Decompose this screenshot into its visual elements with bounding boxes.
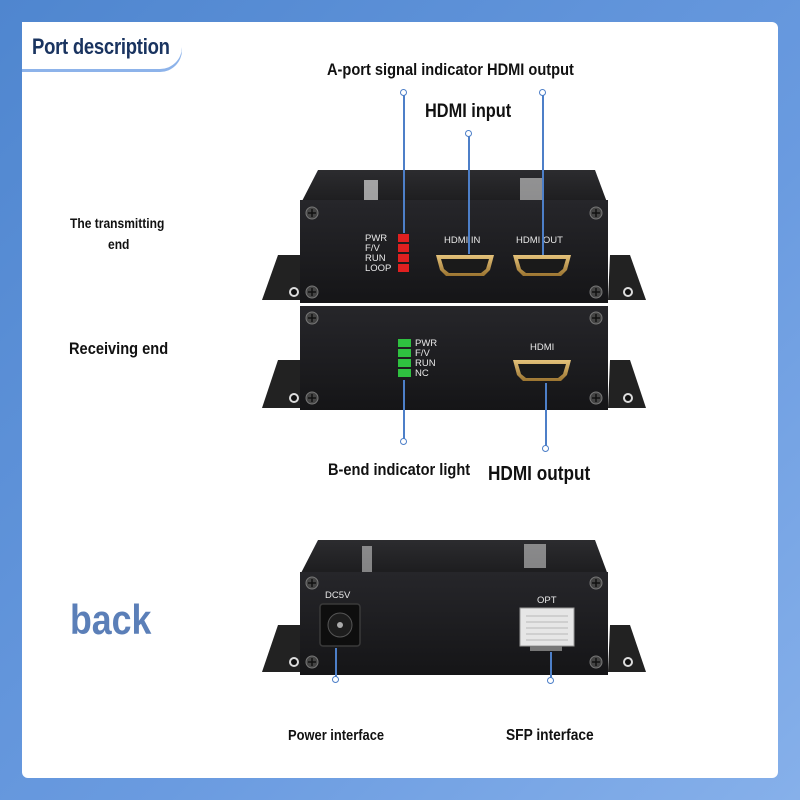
leader-hdmi-output-dot xyxy=(542,445,549,452)
rx-led-label-run: RUN xyxy=(415,358,436,369)
header-tab: Port description xyxy=(22,22,182,72)
rx-right-flange xyxy=(608,360,646,408)
rx-led-label-pwr: PWR xyxy=(415,338,437,349)
sfp-interface-label: SFP interface xyxy=(506,727,594,744)
tx-led-run xyxy=(398,254,409,262)
rx-led-label-fv: F/V xyxy=(415,348,430,359)
tx-led-label-fv: F/V xyxy=(365,243,380,254)
leader-a-port xyxy=(403,93,405,233)
tx-led-label-run: RUN xyxy=(365,253,386,264)
transmitting-end-label-2: end xyxy=(108,236,130,252)
tx-front-panel xyxy=(300,200,608,303)
a-port-indicator-label: A-port signal indicator HDMI output xyxy=(327,60,574,79)
receiver-unit: PWR F/V RUN NC HDMI xyxy=(262,306,646,410)
leader-hdmi-out-top xyxy=(542,93,544,255)
tx-led-fv xyxy=(398,244,409,252)
transmitter-unit: PWR F/V RUN LOOP HDMI IN HDMI OUT xyxy=(262,170,646,303)
hdmi-input-label: HDMI input xyxy=(425,101,512,122)
rx-led-pwr xyxy=(398,339,411,347)
hdmi-output-label: HDMI output xyxy=(488,463,591,485)
tx-led-label-pwr: PWR xyxy=(365,233,387,244)
back-label: back xyxy=(70,596,152,643)
leader-hdmi-input-dot xyxy=(465,130,472,137)
transmitting-end-label-1: The transmitting xyxy=(70,215,165,231)
tx-hdmi-in-label: HDMI IN xyxy=(444,235,481,246)
b-end-indicator-label: B-end indicator light xyxy=(328,460,471,479)
page-title: Port description xyxy=(32,34,170,59)
leader-a-port-dot xyxy=(400,89,407,96)
rx-indicator-leds xyxy=(398,339,411,377)
opt-label: OPT xyxy=(537,595,557,606)
receiving-end-label: Receiving end xyxy=(69,339,169,358)
tx-led-label-loop: LOOP xyxy=(365,263,391,274)
rx-led-label-nc: NC xyxy=(415,368,429,379)
power-interface-label: Power interface xyxy=(288,727,385,744)
dc5v-label: DC5V xyxy=(325,590,351,601)
tx-led-pwr xyxy=(398,234,409,242)
tx-indicator-leds xyxy=(398,234,409,272)
tx-led-loop xyxy=(398,264,409,272)
leader-sfp xyxy=(550,652,552,679)
leader-sfp-dot xyxy=(547,677,554,684)
rx-hdmi-label: HDMI xyxy=(530,342,554,353)
leader-b-end xyxy=(403,380,405,440)
rx-led-nc xyxy=(398,369,411,377)
leader-hdmi-out-top-dot xyxy=(539,89,546,96)
rear-top xyxy=(300,540,608,575)
rear-right-flange xyxy=(608,625,646,672)
rx-led-run xyxy=(398,359,411,367)
rear-unit: DC5V OPT xyxy=(262,540,646,675)
leader-power xyxy=(335,648,337,678)
rx-front-panel xyxy=(300,306,608,410)
tx-top xyxy=(300,170,608,205)
tx-hdmi-out-label: HDMI OUT xyxy=(516,235,563,246)
leader-hdmi-input xyxy=(468,134,470,254)
tx-right-flange xyxy=(608,255,646,300)
leader-hdmi-output xyxy=(545,383,547,447)
rx-led-fv xyxy=(398,349,411,357)
leader-power-dot xyxy=(332,676,339,683)
leader-b-end-dot xyxy=(400,438,407,445)
